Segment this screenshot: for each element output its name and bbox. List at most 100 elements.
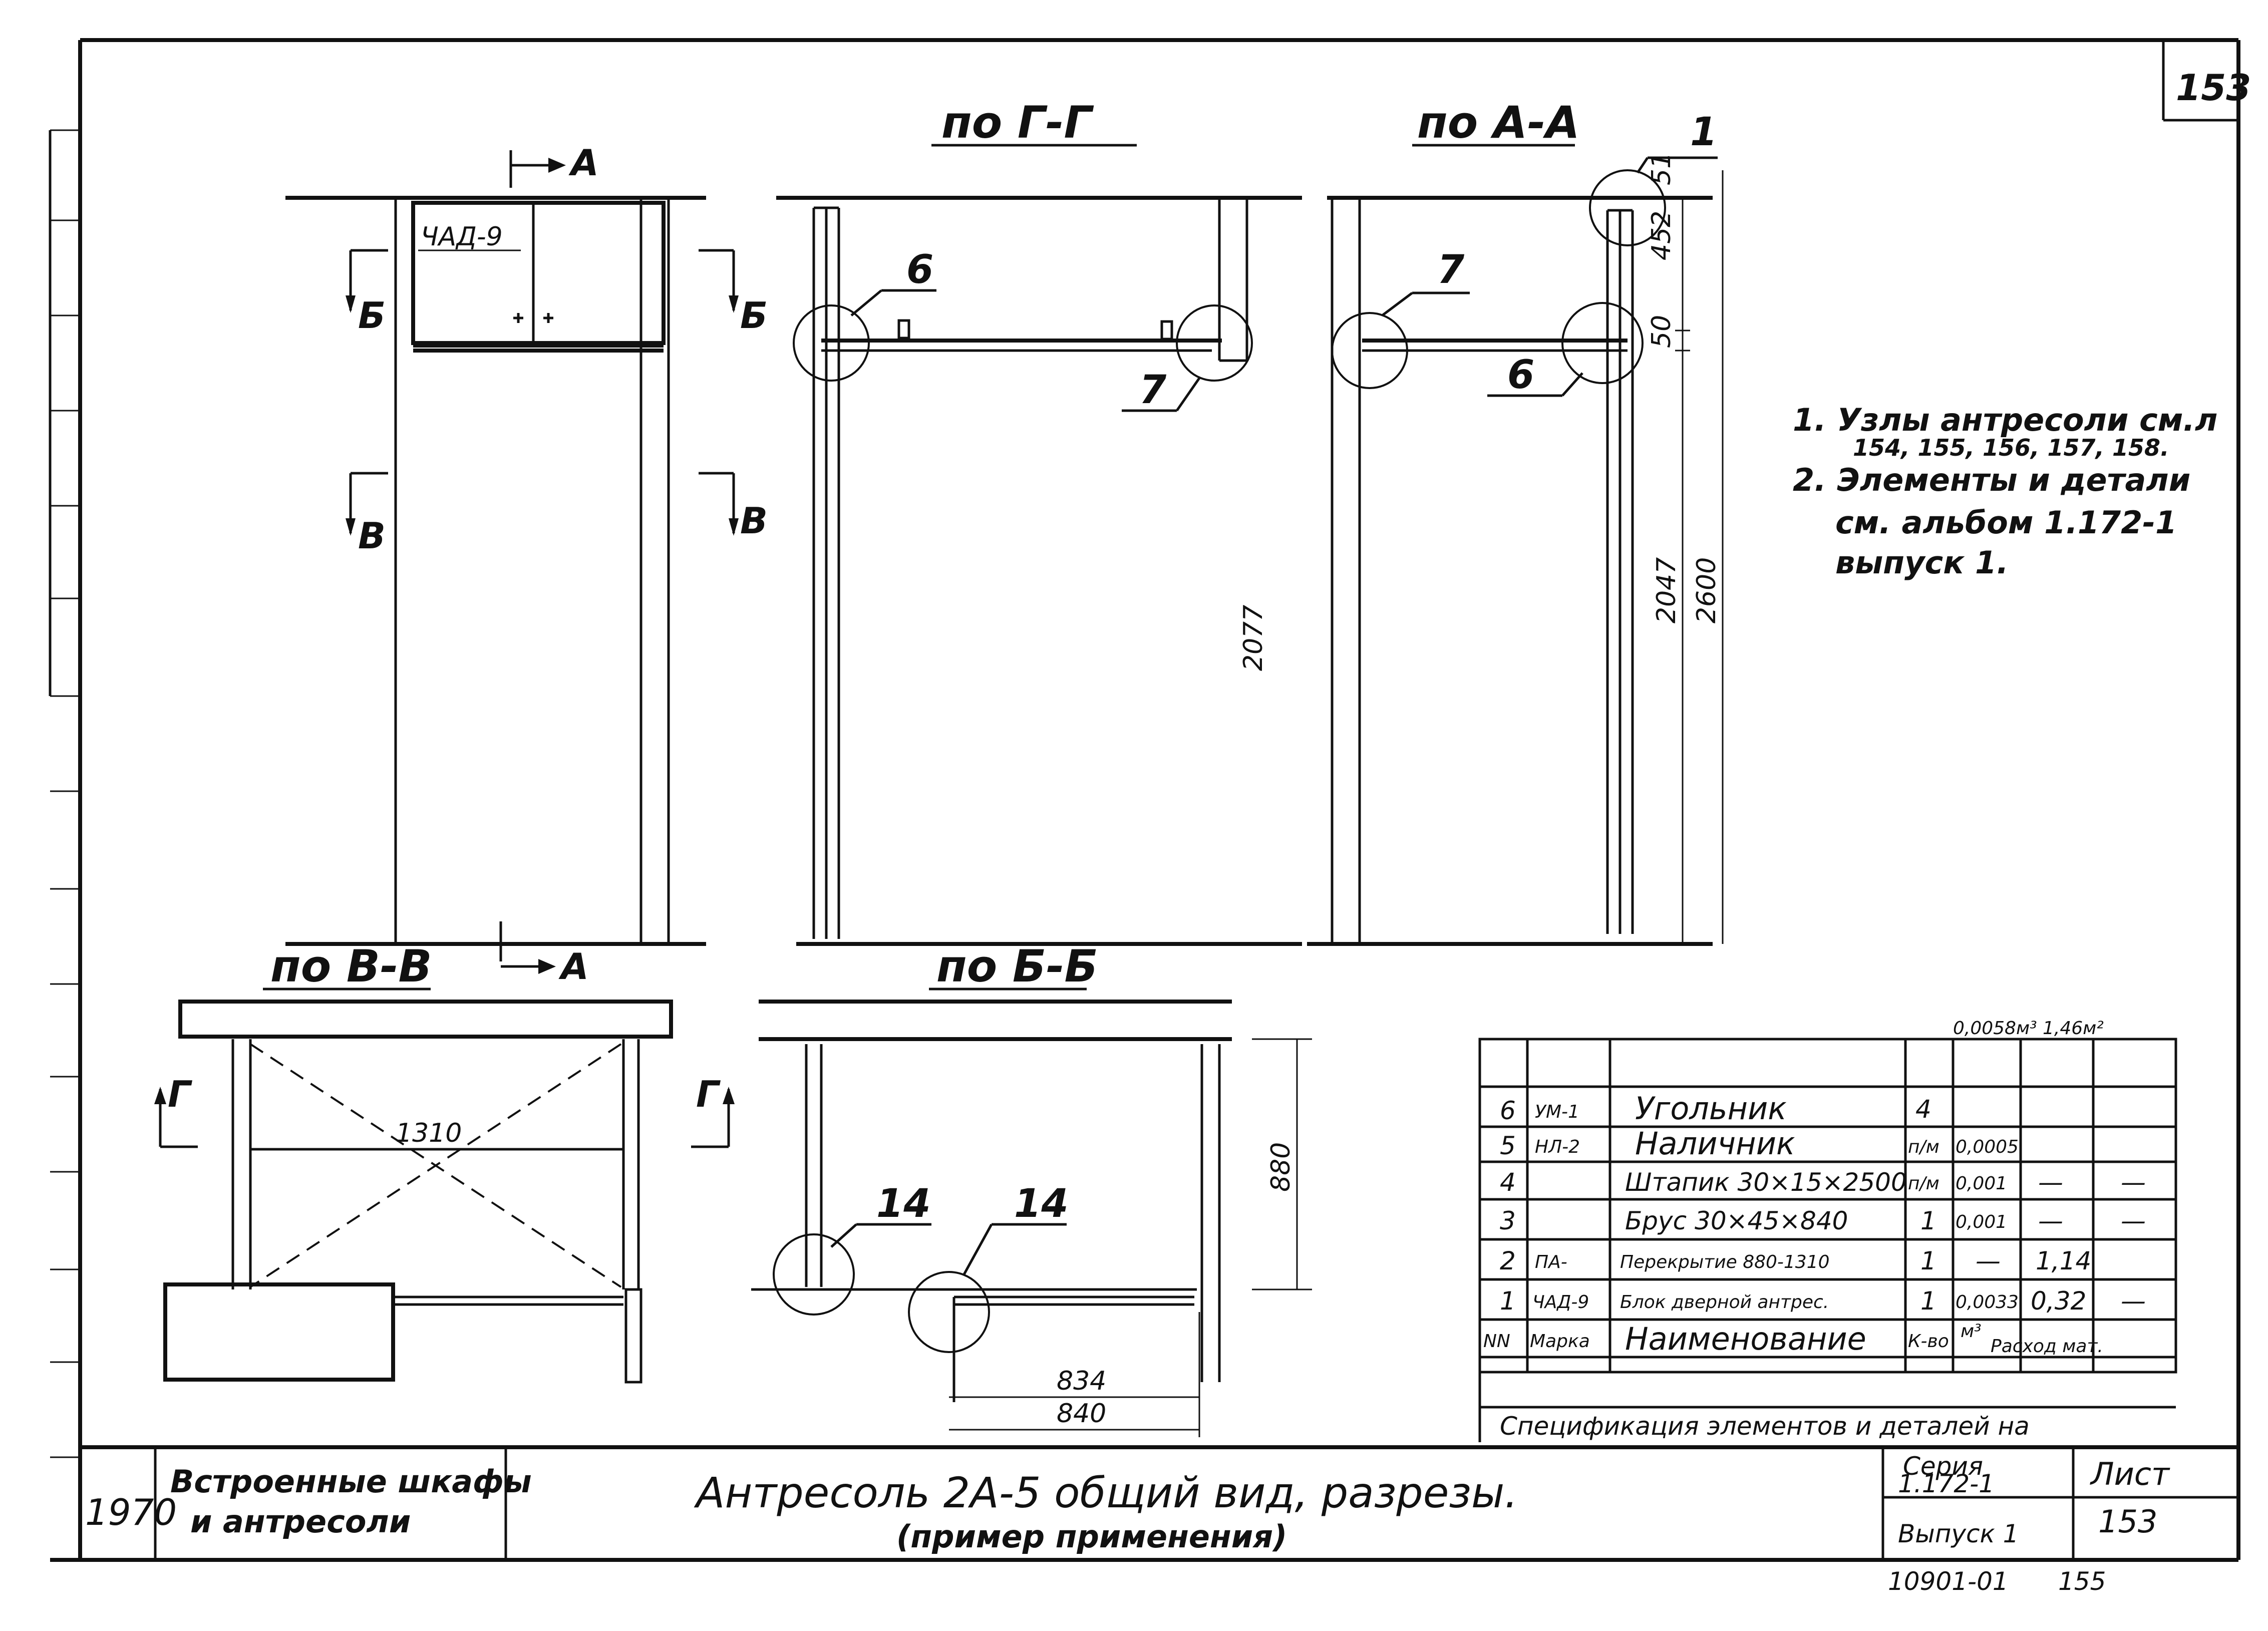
cell-no: 4: [1500, 1168, 1516, 1197]
sheet-title: Антресоль 2А-5 общий вид, разрезы.: [694, 1468, 1518, 1517]
section-title-v-v: по В-В: [270, 940, 432, 992]
note-2-line-1: 2. Элементы и детали: [1793, 462, 2190, 498]
cut-arrow-a-bottom: [538, 959, 556, 974]
cut-label-b-left: Б: [358, 294, 386, 337]
section-b-b: по Б-Б 14 14 880 834 840: [751, 940, 1312, 1437]
cell-name: Брус 30×45×840: [1625, 1206, 1848, 1235]
series-name-line-2: и антресоли: [190, 1503, 411, 1540]
cut-label-a-bottom: А: [558, 945, 589, 988]
dim-2047: 2047: [1652, 557, 1682, 623]
cell-mark: ПА-: [1535, 1252, 1567, 1272]
section-g-g: по Г-Г 6 7 2077: [776, 97, 1302, 946]
header-mark: Марка: [1530, 1331, 1590, 1352]
node-circle-6: [793, 304, 870, 382]
spec-caption: Спецификация элементов и деталей на: [1500, 1412, 2030, 1441]
cut-arrow-a-top: [548, 158, 566, 173]
archive-stamp: 10901-01 155: [1888, 1567, 2106, 1596]
year-stamp: 1970: [85, 1491, 177, 1533]
cell-no: 1: [1500, 1286, 1516, 1316]
cell-qty: 4: [1915, 1095, 1931, 1124]
dim-1310: 1310: [396, 1118, 462, 1148]
node-circle-6-aa: [1561, 302, 1644, 384]
cell-volume: 0,0005: [1956, 1137, 2019, 1157]
dim-840: 840: [1057, 1399, 1106, 1429]
cell-extra: —: [2121, 1206, 2146, 1235]
cell-qty: 1: [1920, 1246, 1936, 1275]
cell-volume: —: [1976, 1246, 2001, 1275]
callout-6-aa: 6: [1507, 353, 1534, 398]
node-circle-7: [1176, 304, 1253, 382]
note-1-line-1: 1. Узлы антресоли см.л: [1793, 402, 2217, 438]
series-name-line-1: Встроенные шкафы: [170, 1463, 532, 1500]
archive-page: 155: [2058, 1567, 2106, 1596]
spec-totals: 0,0058м³ 1,46м²: [1953, 1018, 2104, 1039]
dim-834: 834: [1057, 1366, 1106, 1396]
node-circle-14-left: [773, 1233, 855, 1316]
cell-volume: 0,001: [1956, 1173, 2007, 1194]
section-title-g-g: по Г-Г: [941, 97, 1094, 148]
cell-no: 5: [1500, 1131, 1516, 1160]
list-value: 153: [2098, 1503, 2157, 1540]
cell-name: Блок дверной антрес.: [1620, 1292, 1829, 1313]
vypusk: Выпуск 1: [1898, 1519, 2019, 1548]
cell-volume: 0,0033: [1956, 1292, 2019, 1313]
cell-no: 6: [1500, 1096, 1516, 1125]
callout-1: 1: [1690, 110, 1717, 155]
cell-extra: —: [2121, 1286, 2146, 1316]
cell-name: Штапик 30×15×2500: [1625, 1168, 1907, 1197]
callout-6-gg: 6: [906, 247, 933, 292]
seria-label: Серия: [1903, 1452, 1983, 1481]
callout-7-aa: 7: [1437, 247, 1465, 292]
dim-51: 51: [1647, 152, 1677, 185]
seria-value: 1.172-1: [1898, 1469, 1995, 1498]
dim-50: 50: [1647, 315, 1677, 348]
node-circle-1: [1589, 169, 1666, 246]
cell-area: 0,32: [2031, 1286, 2086, 1316]
cell-name: Угольник: [1635, 1090, 1787, 1127]
dim-2077: 2077: [1238, 605, 1268, 671]
cell-name: Перекрытие 880-1310: [1620, 1252, 1830, 1272]
spec-table: 0,0058м³ 1,46м² 6 УМ-1 Угольник 4 5 НЛ-2…: [1478, 1018, 2177, 1442]
note-2-line-3: выпуск 1.: [1835, 544, 2009, 581]
header-no: NN: [1483, 1331, 1510, 1352]
spec-row-5: 5 НЛ-2 Наличник п/м 0,0005: [1500, 1125, 2019, 1162]
front-elevation: ЧАД-9 А А Б Б В В: [285, 142, 768, 988]
header-consumption: Расход мат.: [1991, 1336, 2103, 1357]
spec-row-6: 6 УМ-1 Угольник 4: [1500, 1090, 1931, 1127]
archive-code: 10901-01: [1888, 1567, 2009, 1596]
sheet-subtitle: (пример применения): [896, 1518, 1287, 1555]
cell-qty: 1: [1920, 1286, 1936, 1316]
cell-volume: 0,001: [1956, 1212, 2007, 1232]
cell-area: 1,14: [2036, 1246, 2091, 1275]
section-title-a-a: по А-А: [1417, 97, 1580, 148]
cut-label-g-left: Г: [168, 1073, 193, 1115]
cut-label-a-top: А: [568, 142, 599, 184]
callout-14-left: 14: [876, 1181, 931, 1226]
cut-label-g-right: Г: [696, 1073, 721, 1115]
cut-label-v-left: В: [358, 515, 386, 557]
notes: 1. Узлы антресоли см.л 154, 155, 156, 15…: [1793, 402, 2217, 581]
cut-label-b-right: Б: [740, 294, 768, 337]
cell-mark: ЧАД-9: [1532, 1292, 1589, 1313]
spec-row-4: 4 Штапик 30×15×2500 п/м 0,001 — —: [1500, 1168, 2146, 1197]
header-qty: К-во: [1908, 1331, 1949, 1352]
callout-7-gg: 7: [1139, 368, 1167, 413]
cell-no: 3: [1500, 1206, 1516, 1235]
list-label: Лист: [2090, 1456, 2170, 1492]
cell-area: —: [2038, 1206, 2063, 1235]
dim-452: 452: [1647, 211, 1677, 260]
cut-label-v-right: В: [740, 500, 768, 542]
cell-extra: —: [2121, 1168, 2146, 1197]
node-circle-14-right: [908, 1271, 990, 1353]
section-v-v: по В-В 1310 Г Г: [154, 940, 735, 1384]
cell-mark: НЛ-2: [1535, 1137, 1580, 1157]
callout-14-right: 14: [1014, 1181, 1069, 1226]
cell-no: 2: [1500, 1246, 1516, 1275]
cell-qty: 1: [1920, 1206, 1936, 1235]
dim-880: 880: [1266, 1142, 1296, 1192]
spec-row-1: 1 ЧАД-9 Блок дверной антрес. 1 0,0033 0,…: [1500, 1286, 2146, 1316]
dim-2600: 2600: [1692, 557, 1722, 623]
spec-row-3: 3 Брус 30×45×840 1 0,001 — —: [1500, 1206, 2146, 1235]
header-volume: м³: [1961, 1321, 1982, 1342]
